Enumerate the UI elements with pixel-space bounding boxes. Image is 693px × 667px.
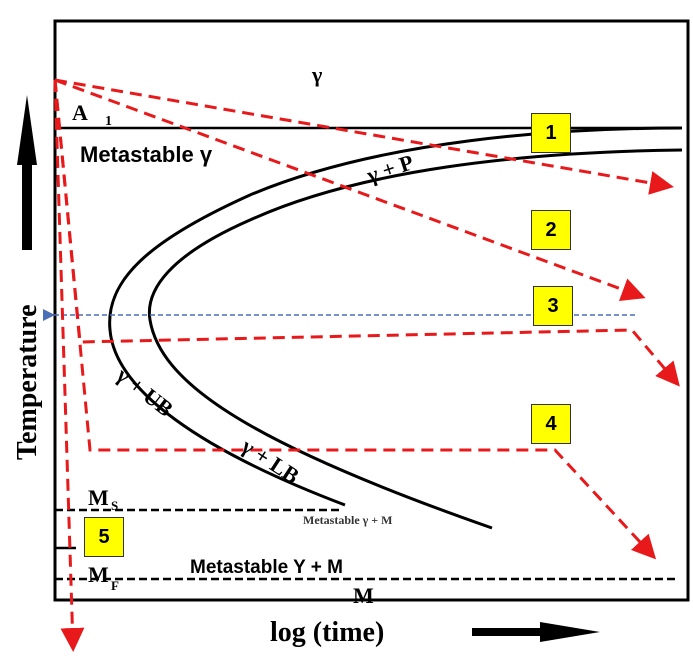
mf-label: M	[88, 562, 109, 587]
plot-frame	[53, 19, 690, 602]
transformation-finish-curve	[147, 148, 683, 530]
x-axis-label: log (time)	[270, 617, 384, 648]
a1-label: A	[72, 100, 88, 125]
metastable-gamma-m-label: Metastable γ + M	[303, 513, 392, 527]
gamma-ub-label: γ + UB	[111, 362, 178, 422]
ms-subscript: S	[111, 498, 118, 513]
cooling-path-1	[54, 78, 674, 195]
gamma-p-label: γ + P	[363, 149, 417, 188]
path-label-4: 4	[531, 404, 571, 444]
path-label-2: 2	[531, 210, 571, 250]
path-label-5: 5	[84, 517, 124, 557]
mf-subscript: F	[111, 578, 119, 593]
metastable-y-m-label: Metastable Y + M	[190, 557, 343, 578]
metastable-gamma-label: Metastable γ	[80, 142, 213, 167]
ms-label: M	[88, 485, 109, 510]
a1-subscript: 1	[105, 114, 112, 129]
path-label-3: 3	[533, 286, 573, 326]
time-arrow-icon	[472, 622, 600, 642]
cooling-path-3	[53, 79, 680, 387]
temperature-arrow-icon	[17, 95, 37, 250]
cooling-path-2	[54, 78, 646, 302]
transformation-start-curve	[108, 126, 683, 507]
martensite-label: M	[353, 583, 374, 608]
gamma-label: γ	[311, 62, 322, 87]
y-axis-label: Temperature	[12, 304, 43, 460]
path-label-1: 1	[531, 113, 571, 153]
